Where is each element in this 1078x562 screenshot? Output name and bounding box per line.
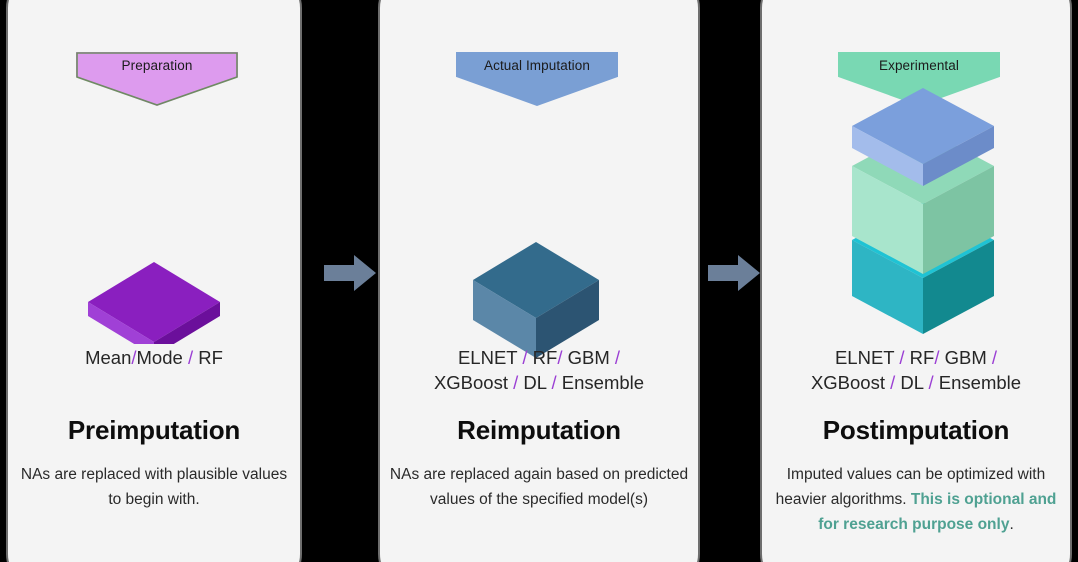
slab-right-face xyxy=(154,302,220,344)
stage-heading-preimputation: Preimputation xyxy=(67,415,241,445)
stage-description-postimputation: Imputed values can be optimized with hea… xyxy=(766,462,1066,537)
model-separator: / xyxy=(187,347,194,368)
description-tail: . xyxy=(1009,516,1014,533)
cube-right-face xyxy=(536,280,599,358)
model-separator: / xyxy=(513,372,519,393)
arrow-re-to-post-icon xyxy=(708,255,760,291)
stage-models-reimputation: ELNET / RF/ GBM / XGBoost / DL / Ensembl… xyxy=(378,345,700,395)
models-line-1: ELNET / RF/ GBM / xyxy=(457,347,621,368)
stage-heading-reimputation: Reimputation xyxy=(457,415,621,445)
model-separator: / xyxy=(890,372,896,393)
slab-top-face xyxy=(88,262,220,342)
stage-heading-postimputation: Postimputation xyxy=(822,415,1010,445)
stage-models-postimputation: ELNET / RF/ GBM / XGBoost / DL / Ensembl… xyxy=(760,345,1072,395)
stage-banner-label: Experimental xyxy=(879,58,959,73)
stack-top-left-face xyxy=(852,126,923,186)
isometric-cube-reimputation xyxy=(473,242,599,358)
model-separator: / xyxy=(991,347,998,368)
model-separator: / xyxy=(934,347,940,368)
description-accent: This is optional and for research purpos… xyxy=(818,491,1057,533)
model-separator: / xyxy=(557,347,563,368)
models-line-2: XGBoost / DL / Ensemble xyxy=(810,372,1022,393)
models-line-2: XGBoost / DL / Ensemble xyxy=(433,372,645,393)
slab-left-face xyxy=(88,302,154,344)
description-plain-1: Imputed values can be optimized xyxy=(786,466,1014,483)
stage-banner-label: Actual Imputation xyxy=(483,58,590,73)
models-line-1: ELNET / RF/ GBM / xyxy=(834,347,998,368)
model-separator: / xyxy=(614,347,621,368)
description-plain-2: with heavier algorithms. xyxy=(775,466,1046,508)
stage-banner-label: Preparation xyxy=(121,58,193,73)
model-separator: / xyxy=(131,347,137,368)
model-separator: / xyxy=(899,347,905,368)
stack-middle-left-face xyxy=(852,166,923,274)
stack-top-right-face xyxy=(923,126,994,186)
model-separator: / xyxy=(551,372,557,393)
models-line: Mean/Mode / RF xyxy=(85,347,223,368)
stack-middle-right-face xyxy=(923,166,994,274)
isometric-stack-postimputation xyxy=(852,88,994,334)
arrow-pre-to-re-icon xyxy=(324,255,376,291)
stack-bottom-left-face xyxy=(852,240,923,334)
isometric-slab-preimputation xyxy=(88,262,220,344)
model-separator: / xyxy=(928,372,934,393)
stage-description-preimputation: NAs are replaced with plausible values t… xyxy=(20,466,288,508)
cube-left-face xyxy=(473,280,536,358)
model-separator: / xyxy=(522,347,528,368)
stack-bottom-right-face xyxy=(923,240,994,334)
stage-models-preimputation: Mean/Mode / RF xyxy=(6,345,302,370)
stage-description-reimputation: NAs are replaced again based on predicte… xyxy=(389,466,689,508)
